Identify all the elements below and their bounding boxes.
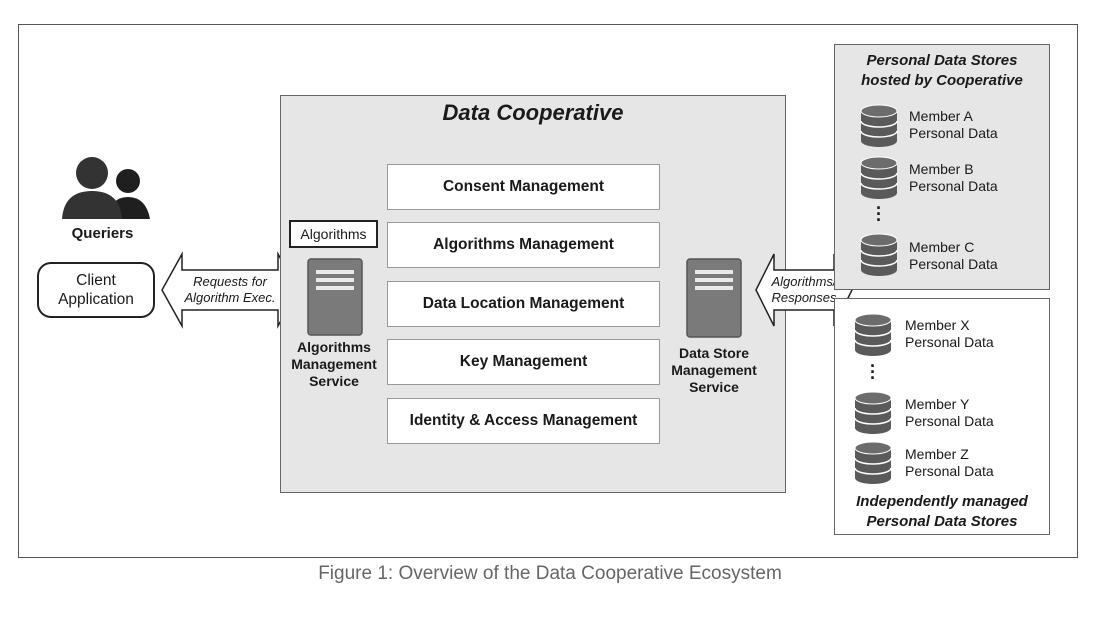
database-icon — [860, 233, 898, 276]
database-icon — [854, 441, 892, 484]
vertical-ellipsis: ··· — [870, 356, 876, 388]
member-x-label: Member X Personal Data — [905, 317, 994, 350]
requests-arrow-label: Requests for Algorithm Exec. — [184, 274, 276, 305]
people-icon — [62, 157, 150, 219]
client-line-2: Application — [58, 291, 134, 308]
algorithms-management-box: Algorithms Management — [387, 222, 660, 268]
client-line-1: Client — [76, 272, 116, 289]
algorithms-service-label: Algorithms Management Service — [291, 339, 377, 389]
algorithms-server-icon — [307, 258, 363, 336]
data-cooperative-title: Data Cooperative — [442, 100, 624, 125]
member-z-label: Member Z Personal Data — [905, 446, 994, 479]
database-icon — [854, 391, 892, 434]
key-management-box: Key Management — [387, 339, 660, 385]
figure-caption: Figure 1: Overview of the Data Cooperati… — [318, 563, 782, 584]
database-icon — [860, 156, 898, 199]
client-application-box: Client Application — [37, 262, 155, 318]
algorithms-tag: Algorithms — [289, 220, 378, 248]
consent-management-box: Consent Management — [387, 164, 660, 210]
queriers-label: Queriers — [71, 225, 134, 242]
vertical-ellipsis: ··· — [876, 198, 882, 230]
datastore-server-icon — [686, 258, 742, 338]
data-location-management-box: Data Location Management — [387, 281, 660, 327]
datastore-service-label: Data Store Management Service — [671, 345, 757, 395]
member-c-label: Member C Personal Data — [909, 239, 998, 272]
hosted-stores-title: Personal Data Stores hosted by Cooperati… — [861, 52, 1023, 89]
member-a-label: Member A Personal Data — [909, 108, 998, 141]
database-icon — [854, 313, 892, 356]
responses-double-arrow — [755, 253, 853, 327]
identity-access-management-box: Identity & Access Management — [387, 398, 660, 444]
database-icon — [860, 104, 898, 147]
responses-arrow-label: Algorithms/ Responses — [771, 274, 837, 305]
member-y-label: Member Y Personal Data — [905, 396, 994, 429]
independent-stores-title: Independently managed Personal Data Stor… — [856, 493, 1028, 530]
member-b-label: Member B Personal Data — [909, 161, 998, 194]
